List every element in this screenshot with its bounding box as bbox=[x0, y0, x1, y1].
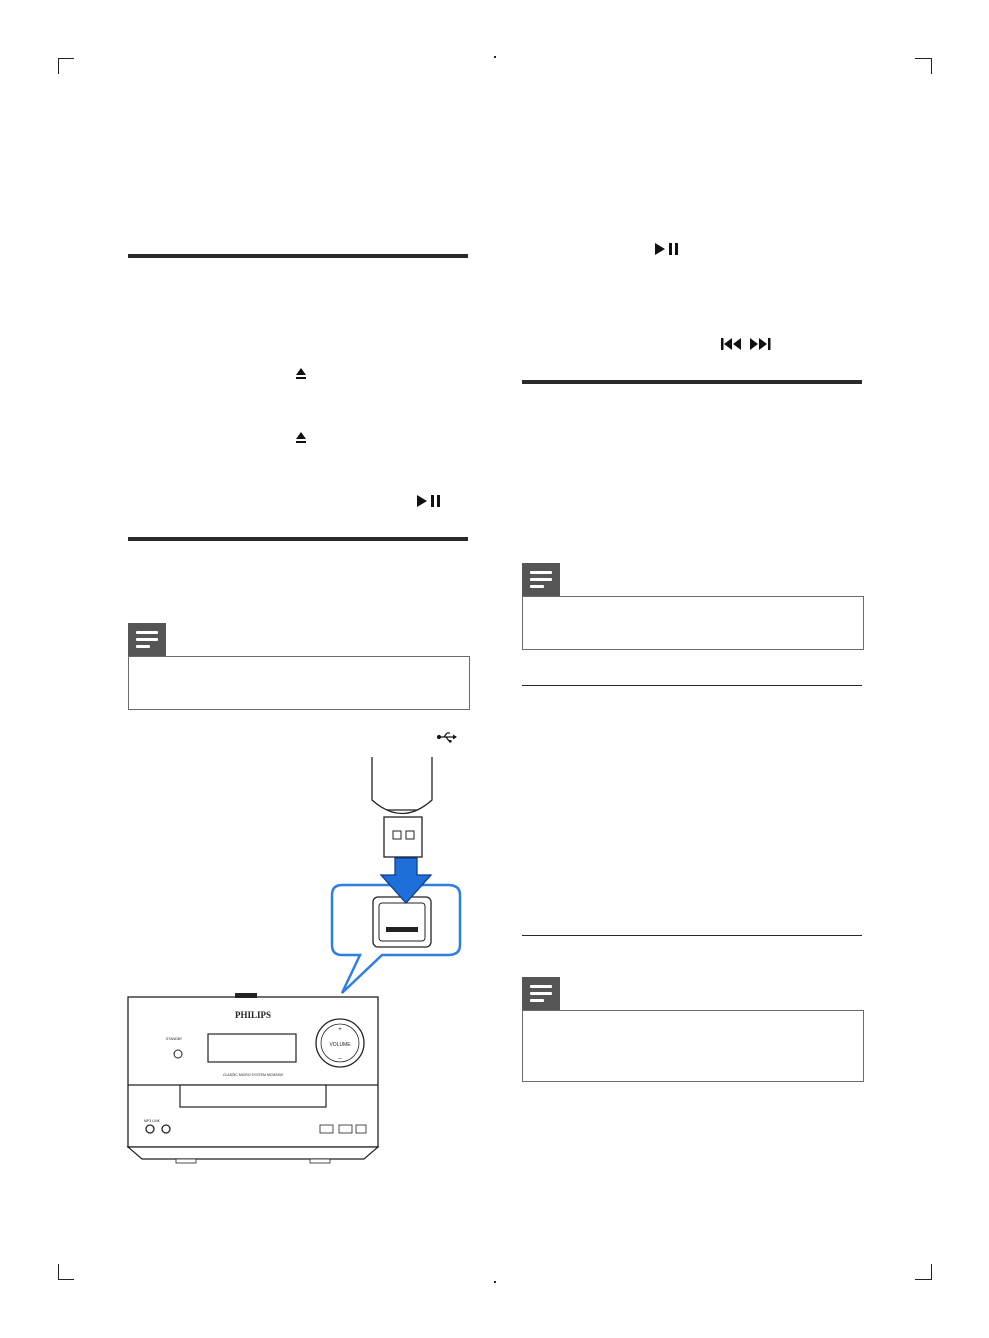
crop-mark bbox=[58, 1264, 59, 1280]
subsection-rule bbox=[522, 935, 862, 936]
eject-icon bbox=[296, 432, 306, 443]
note-box bbox=[522, 596, 864, 650]
unit-subtitle: CLASSIC MICRO SYSTEM MCM2000 bbox=[223, 1073, 283, 1077]
note-icon bbox=[128, 623, 166, 657]
crop-dot bbox=[494, 56, 496, 58]
jack-label: MP3 LINK bbox=[144, 1119, 161, 1123]
crop-mark bbox=[915, 58, 931, 59]
play-pause-icon bbox=[417, 495, 440, 507]
section-rule bbox=[128, 537, 468, 541]
note-icon bbox=[522, 977, 560, 1011]
crop-mark bbox=[931, 58, 932, 74]
section-rule bbox=[128, 254, 468, 258]
note-box bbox=[522, 1010, 864, 1082]
usb-icon bbox=[437, 732, 457, 743]
crop-mark bbox=[931, 1264, 932, 1280]
crop-mark bbox=[58, 58, 74, 59]
note-icon bbox=[522, 563, 560, 597]
eject-icon bbox=[296, 368, 306, 379]
crop-mark bbox=[58, 58, 59, 74]
volume-plus: + bbox=[338, 1027, 342, 1033]
note-box bbox=[128, 656, 470, 710]
crop-mark bbox=[58, 1279, 74, 1280]
subsection-rule bbox=[522, 685, 862, 686]
usb-connection-illustration: PHILIPS VOLUME + – STANDBY CLASSIC MICRO… bbox=[126, 757, 462, 1164]
volume-minus: – bbox=[338, 1056, 342, 1062]
section-rule bbox=[522, 380, 862, 384]
standby-label: STANDBY bbox=[166, 1037, 183, 1041]
crop-mark bbox=[915, 1279, 931, 1280]
play-pause-icon bbox=[655, 243, 678, 255]
volume-label: VOLUME bbox=[329, 1042, 351, 1048]
skip-prev-next-icons bbox=[721, 338, 771, 350]
crop-dot bbox=[494, 1281, 496, 1283]
brand-label: PHILIPS bbox=[235, 1010, 271, 1020]
